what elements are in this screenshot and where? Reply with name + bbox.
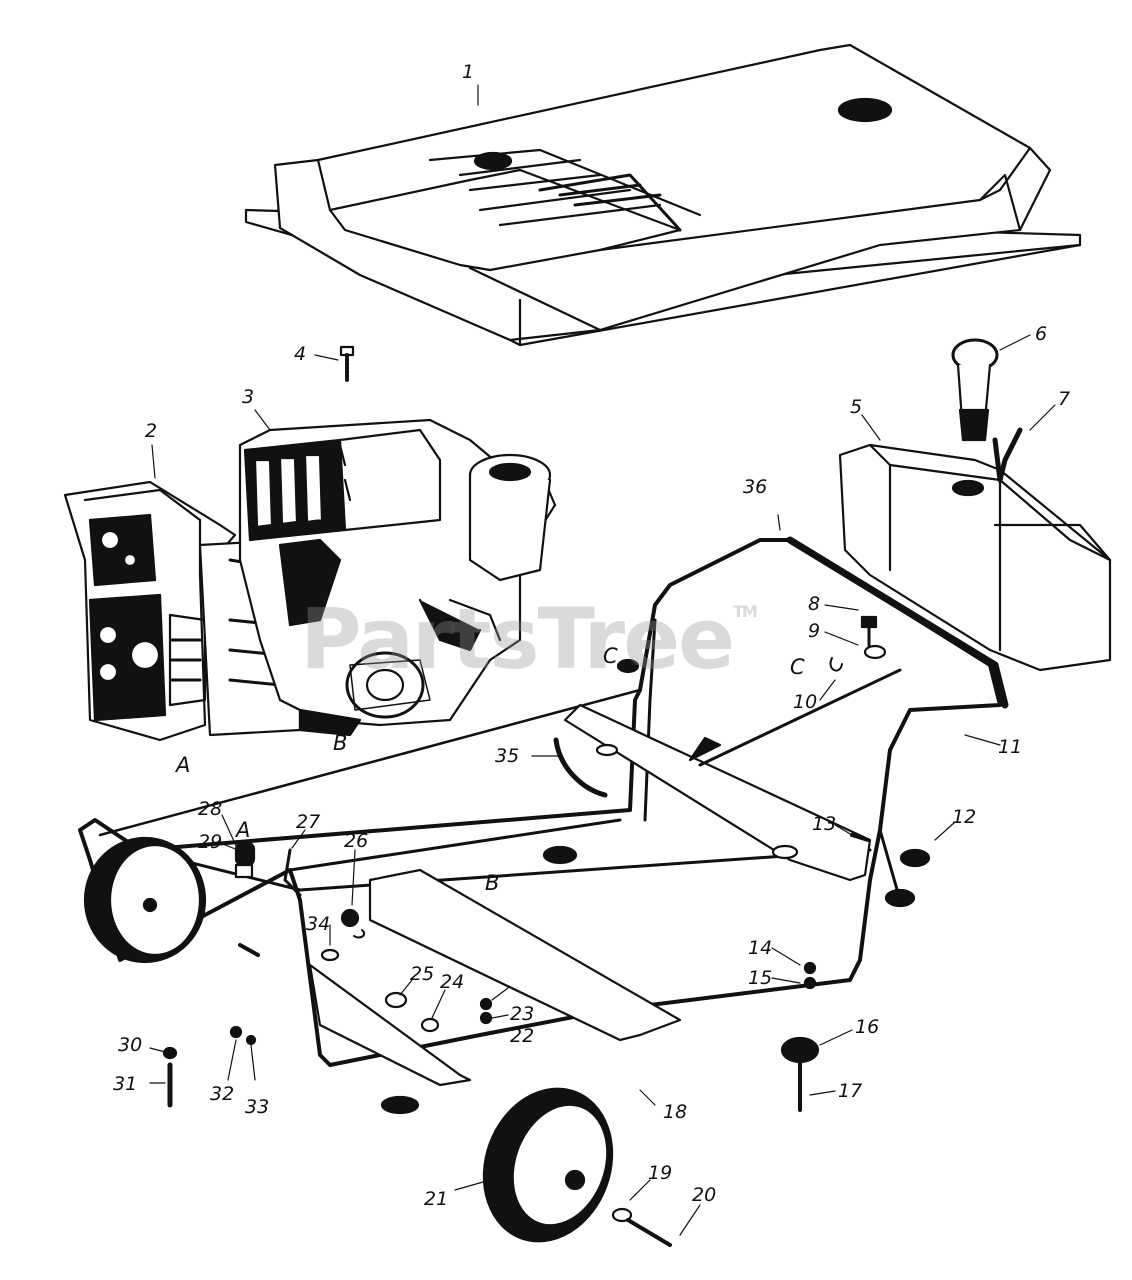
callout-18: 18 [663,1101,688,1123]
callout-34: 34 [306,913,331,935]
callout-20: 20 [692,1184,717,1206]
callout-27: 27 [296,811,321,833]
rubber-feet [380,845,820,1115]
connector-b-frame: B [485,871,500,895]
callout-31: 31 [113,1073,138,1095]
callout-9: 9 [808,620,821,642]
control-panel [63,480,237,742]
fuel-line [992,427,1023,483]
callout-10: 10 [793,691,818,713]
bolt-4 [339,345,355,382]
callout-1: 1 [462,61,475,83]
callout-7: 7 [1058,388,1071,410]
connector-c-right: C [790,655,805,679]
callout-15: 15 [748,967,773,989]
callout-23: 23 [510,1003,535,1025]
callout-3: 3 [242,386,255,408]
callout-17: 17 [838,1080,863,1102]
callout-21: 21 [424,1188,449,1210]
callout-26: 26 [344,830,369,852]
callout-19: 19 [648,1162,673,1184]
connector-b-engine: B [333,731,348,755]
callout-28: 28 [198,798,223,820]
watermark-text: PartsTree [300,590,735,688]
callout-6: 6 [1035,323,1048,345]
callout-22: 22 [510,1025,535,1047]
watermark-mark: TM [733,602,758,621]
engine [238,418,557,737]
callout-35: 35 [495,745,520,767]
callout-12: 12 [952,806,977,828]
callout-16: 16 [855,1016,880,1038]
callout-4: 4 [294,343,307,365]
connector-a-panel: A [176,753,191,777]
callout-24: 24 [440,971,465,993]
callout-11: 11 [998,736,1023,758]
fuel-gauge-cap [951,338,999,442]
base-plate [308,668,902,1087]
callout-36: 36 [743,476,768,498]
top-cover [244,43,1082,347]
wheel-right [482,1087,614,1243]
leader-lines [149,84,1056,1236]
callout-33: 33 [245,1096,270,1118]
fuel-tank [838,443,1112,672]
callout-30: 30 [118,1034,143,1056]
callout-5: 5 [850,396,863,418]
callout-29: 29 [198,831,223,853]
hardware [162,615,931,1247]
callout-8: 8 [808,593,821,615]
callout-2: 2 [145,420,158,442]
wheel-left [83,836,207,964]
watermark: PartsTreeTM [300,590,758,688]
callout-13: 13 [812,813,837,835]
callout-32: 32 [210,1083,235,1105]
callout-14: 14 [748,937,773,959]
callout-25: 25 [410,963,435,985]
connector-c-left: C [603,644,618,668]
connector-a-mount: A [236,818,251,842]
